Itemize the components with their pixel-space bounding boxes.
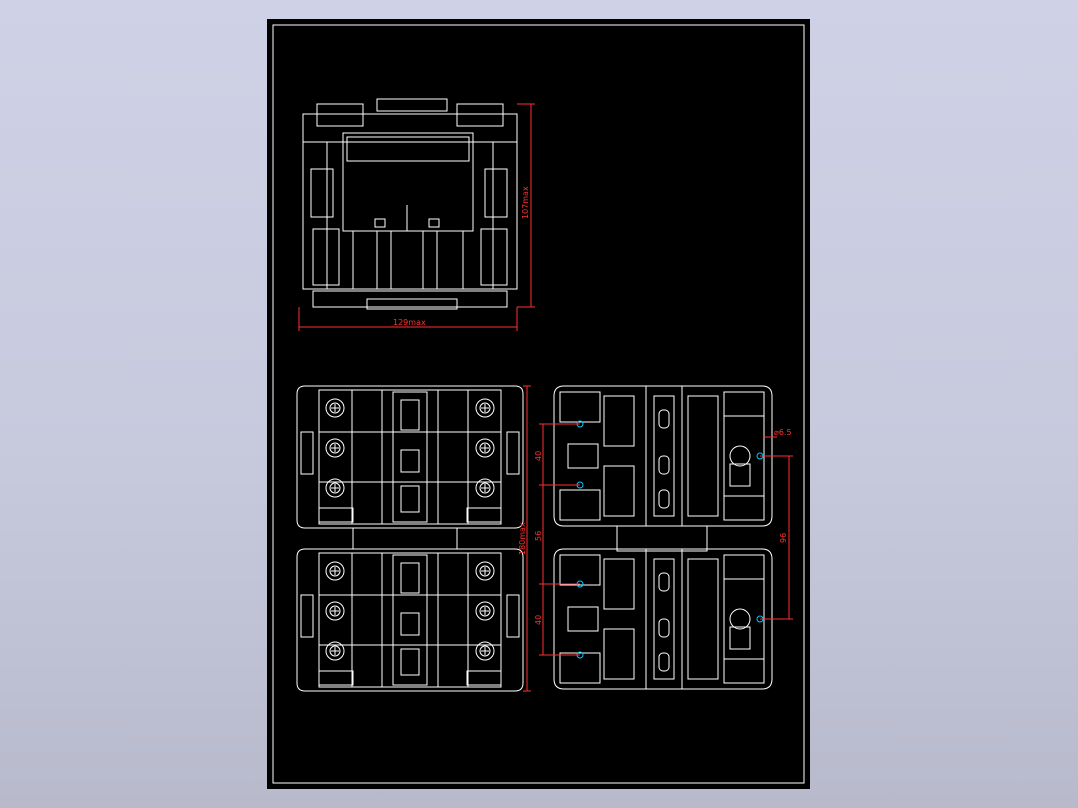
pitch-upper-label: 40	[534, 451, 543, 461]
top-view-height-label: 180max	[518, 522, 527, 555]
pitch-mid-label: 56	[534, 531, 543, 541]
drawing-sheet[interactable]: 107max 129max 180max	[267, 19, 810, 789]
drawing-border	[272, 24, 805, 784]
front-view-dimensions: 107max 129max	[298, 103, 535, 331]
center-distance-label: 96	[779, 533, 788, 543]
width-dimension-label: 129max	[393, 318, 426, 327]
hole-diameter-label: ⌀6.5	[774, 428, 792, 437]
mounting-view-dimensions	[539, 423, 793, 656]
top-view[interactable]	[297, 386, 523, 691]
front-view[interactable]	[302, 98, 518, 310]
pitch-lower-label: 40	[534, 615, 543, 625]
height-dimension-label: 107max	[521, 186, 530, 219]
top-view-dimensions: 180max	[518, 385, 531, 692]
